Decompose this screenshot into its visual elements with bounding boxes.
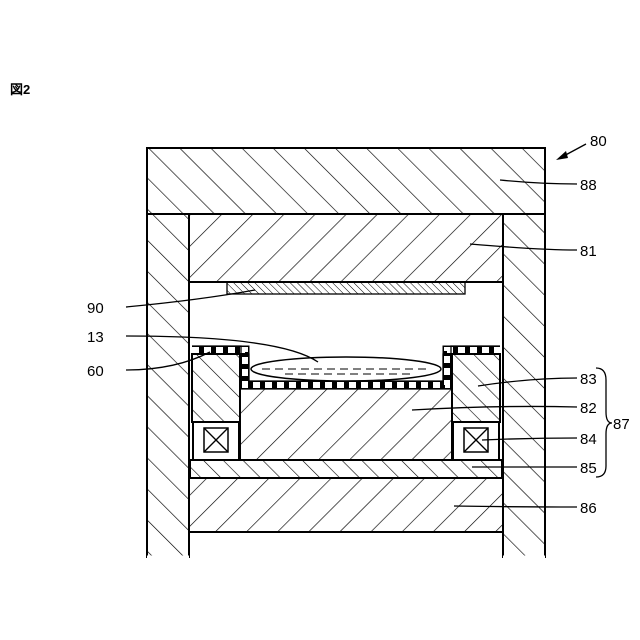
label-82: 82 [580, 400, 597, 417]
label-90: 90 [87, 300, 104, 317]
left-block-83 [192, 354, 240, 422]
label-83: 83 [580, 371, 597, 388]
label-60: 60 [87, 363, 104, 380]
label-88: 88 [580, 177, 597, 194]
upper-block-81 [189, 214, 503, 282]
label-80: 80 [590, 133, 607, 150]
lens-13 [251, 357, 441, 381]
left-box-84 [193, 422, 239, 460]
thin-plate-90 [227, 282, 465, 294]
label-13: 13 [87, 329, 104, 346]
label-85: 85 [580, 460, 597, 477]
right-block-83 [452, 354, 500, 422]
right-box-84 [453, 422, 499, 460]
lower-block-86 [189, 478, 503, 532]
label-84: 84 [580, 431, 597, 448]
right-wall [503, 214, 545, 557]
label-87: 87 [613, 416, 630, 433]
left-wall [147, 214, 189, 557]
center-block-82 [240, 387, 452, 460]
label-86: 86 [580, 500, 597, 517]
base-plate-85 [190, 460, 502, 478]
label-81: 81 [580, 243, 597, 260]
top-plate-88 [147, 148, 545, 214]
figure-title: 図2 [10, 82, 30, 97]
